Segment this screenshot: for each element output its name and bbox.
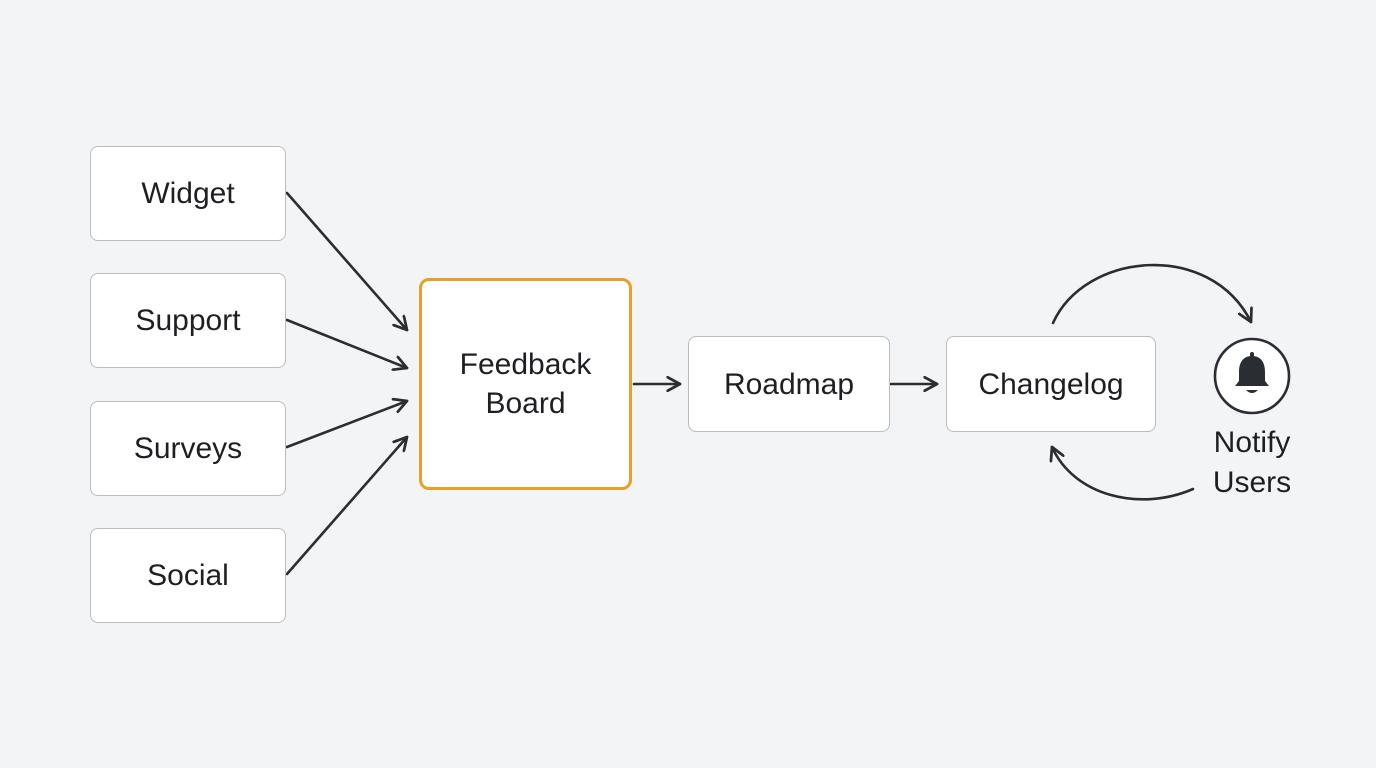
arrow-widget-to-feedback [285,191,407,330]
arrow-support-to-feedback [285,318,407,368]
source-node-widget: Widget [90,146,286,241]
feedback-board-label: Feedback Board [460,345,592,423]
feedback-board-label-line2: Board [485,387,566,420]
source-label-widget: Widget [141,177,235,210]
arrow-changelog-to-notify [1051,263,1251,325]
source-node-surveys: Surveys [90,401,286,496]
arrow-notify-to-changelog [1052,447,1195,501]
roadmap-label: Roadmap [723,367,855,401]
source-label-support: Support [135,304,241,337]
arrow-surveys-to-feedback [285,401,407,449]
notify-users-label: Notify Users [1192,423,1312,503]
bell-icon [1213,337,1291,415]
notify-label-line1: Notify [1213,426,1291,459]
source-node-social: Social [90,528,286,623]
source-node-support: Support [90,273,286,368]
roadmap-node: Roadmap [688,336,890,432]
source-label-social: Social [147,559,229,592]
changelog-label: Changelog [978,367,1124,401]
feedback-board-node: Feedback Board [419,278,632,490]
source-label-surveys: Surveys [133,432,243,465]
notify-label-line2: Users [1212,465,1292,499]
arrow-social-to-feedback [285,437,407,576]
feedback-board-label-line1: Feedback [459,348,592,381]
changelog-node: Changelog [946,336,1156,432]
